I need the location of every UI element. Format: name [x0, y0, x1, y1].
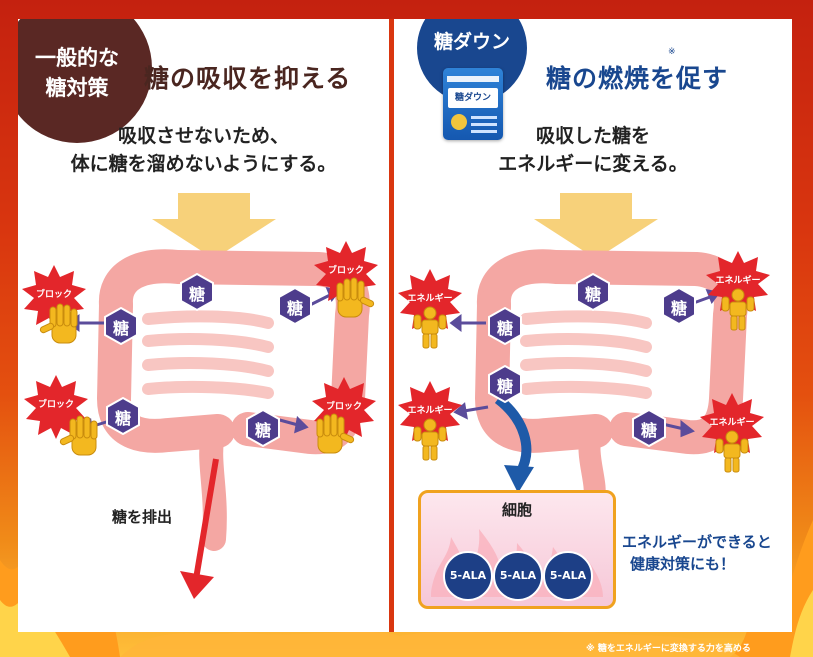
badge-line-1: 一般的な: [35, 46, 119, 70]
cell-box: 細胞 5-ALA 5-ALA 5-ALA: [418, 490, 616, 609]
strong-person-icon: [413, 418, 447, 461]
blue-curved-arrow-icon: [504, 465, 534, 493]
stop-hand-icon: [39, 303, 78, 344]
footnote: ※ 糖をエネルギーに変換する力を高める: [586, 644, 751, 654]
block-label: ブロック: [37, 400, 74, 410]
block-label: ブロック: [327, 266, 364, 276]
ala-molecule: 5-ALA: [443, 551, 493, 601]
sugar-label: 糖: [254, 421, 271, 440]
block-label: ブロック: [35, 290, 72, 300]
sugar-hex-icon: 糖: [488, 307, 522, 345]
sugar-label: 糖: [286, 299, 303, 318]
left-title: 糖の吸収を抑える: [144, 64, 352, 93]
block-label: ブロック: [325, 402, 362, 412]
stop-hand-icon: [316, 413, 355, 454]
sugar-label: 糖: [496, 377, 513, 396]
product-name: 糖ダウン: [448, 88, 498, 108]
energy-label: エネルギー: [709, 418, 755, 428]
left-lead-line-2: 体に糖を溜めないようにする。: [70, 153, 337, 175]
sugar-hex-icon: 糖: [106, 397, 140, 435]
title-footnote-mark: ※: [668, 47, 676, 57]
hands-layer: [39, 277, 375, 456]
sugar-label: 糖: [112, 319, 129, 338]
sugar-hex-icon: 糖: [104, 307, 138, 345]
strong-person-icon: [413, 306, 447, 349]
left-panel: 一般的な 糖対策 糖の吸収を抑える 吸収させないため、 体に糖を溜めないようにす…: [18, 19, 389, 632]
sugar-hex-icon: 糖: [246, 409, 280, 447]
excrete-arrow-icon: [180, 571, 214, 599]
down-arrow-icon: [534, 193, 658, 259]
ala-molecule: 5-ALA: [493, 551, 543, 601]
sugar-hex-icon: 糖: [278, 287, 312, 325]
cell-title: 細胞: [501, 501, 532, 519]
excrete-label: 糖を排出: [112, 508, 173, 526]
energy-note-line-1: エネルギーができると: [622, 533, 772, 551]
sugar-label: 糖: [670, 299, 687, 318]
product-badge-label: 糖ダウン: [433, 31, 510, 53]
sugar-hex-icon: 糖: [488, 365, 522, 403]
left-lead-line-1: 吸収させないため、: [117, 125, 289, 147]
product-package-image: 糖ダウン: [443, 68, 503, 140]
right-lead-line-2: エネルギーに変える。: [498, 153, 688, 175]
stop-hand-icon: [336, 277, 375, 318]
panel-divider: [389, 19, 394, 632]
sugar-label: 糖: [584, 285, 601, 304]
energy-note: エネルギーができると 健康対策にも！: [622, 531, 772, 575]
ala-molecule: 5-ALA: [543, 551, 593, 601]
energy-label: エネルギー: [715, 276, 761, 286]
sugar-hex-icon: 糖: [576, 273, 610, 311]
energy-label: エネルギー: [407, 294, 453, 304]
energy-figures-layer: [413, 288, 755, 473]
sugar-label: 糖: [114, 409, 131, 428]
sugar-label: 糖: [496, 319, 513, 338]
energy-note-line-2: 健康対策にも！: [630, 555, 736, 573]
badge-line-2: 糖対策: [45, 76, 109, 100]
sugar-hex-icon: 糖: [180, 273, 214, 311]
sugar-hex-icon: 糖: [662, 287, 696, 325]
energy-label: エネルギー: [407, 406, 453, 416]
right-lead-line-1: 吸収した糖を: [535, 125, 650, 147]
down-arrow-icon: [152, 193, 276, 259]
strong-person-icon: [715, 430, 749, 473]
right-panel: 糖ダウン 糖ダウン 糖の燃焼を促す ※ 吸収した糖を エネルギーに変える。: [394, 19, 792, 632]
right-title: 糖の燃焼を促す: [546, 64, 729, 93]
sugar-hex-icon: 糖: [632, 409, 666, 447]
sugar-label: 糖: [188, 285, 205, 304]
sugar-label: 糖: [640, 421, 657, 440]
strong-person-icon: [721, 288, 755, 331]
stop-hand-icon: [59, 415, 98, 456]
